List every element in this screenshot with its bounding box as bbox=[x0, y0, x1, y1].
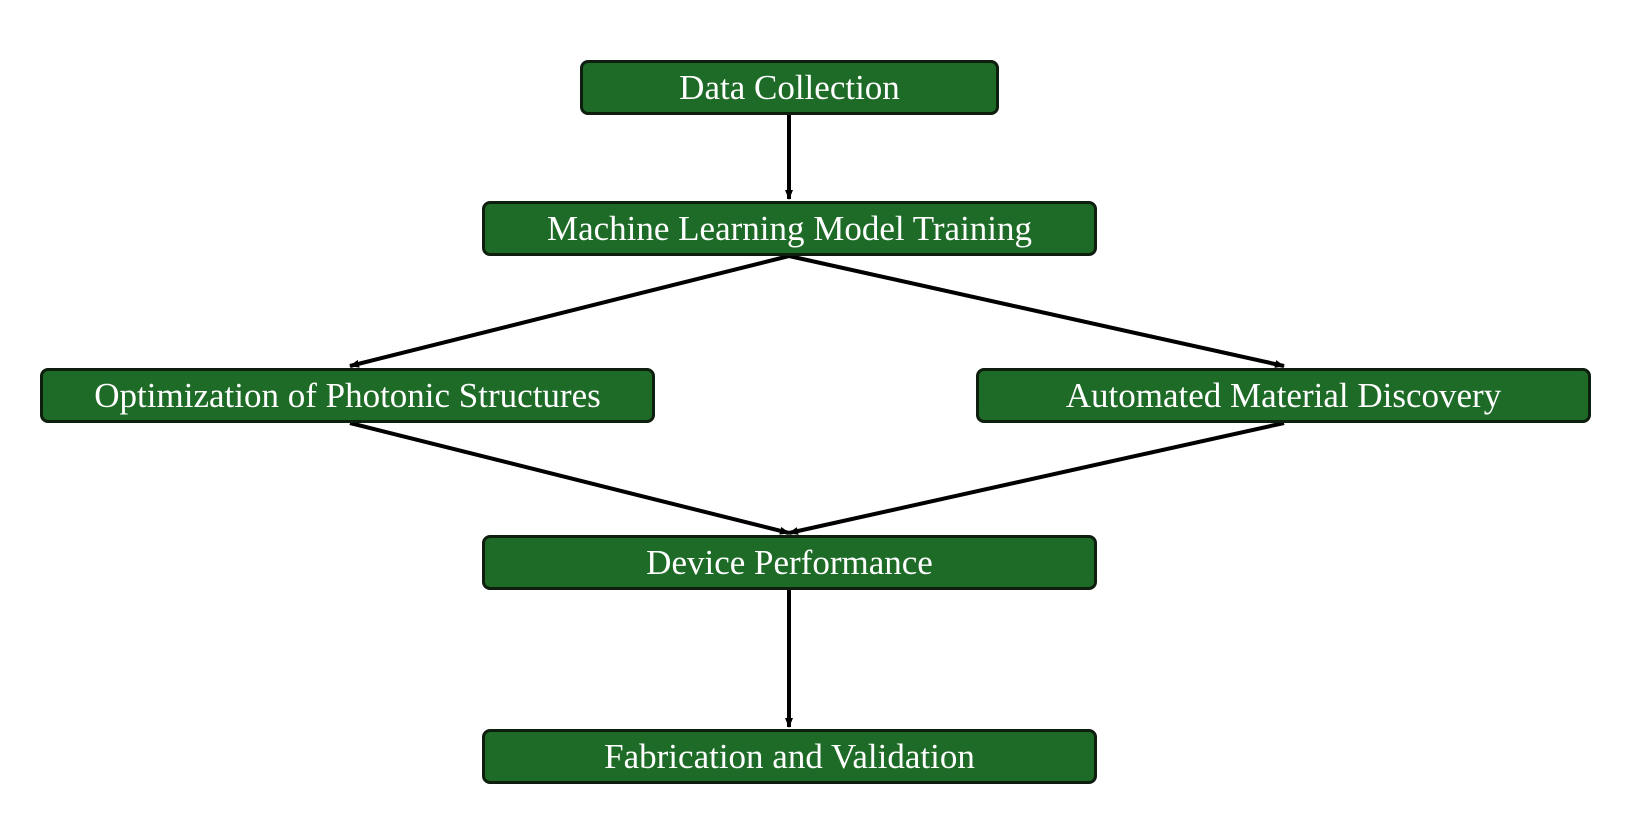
node-data-collection: Data Collection bbox=[580, 60, 999, 115]
node-fabrication-validation: Fabrication and Validation bbox=[482, 729, 1097, 784]
edge-ml-training-to-optimization bbox=[349, 254, 790, 368]
node-ml-model-training: Machine Learning Model Training bbox=[482, 201, 1097, 256]
edge-ml-training-to-material-discovery bbox=[788, 254, 1285, 368]
node-label: Optimization of Photonic Structures bbox=[94, 376, 601, 415]
node-label: Data Collection bbox=[679, 68, 900, 107]
node-label: Fabrication and Validation bbox=[604, 737, 975, 776]
node-label: Machine Learning Model Training bbox=[546, 209, 1033, 248]
node-material-discovery: Automated Material Discovery bbox=[976, 368, 1591, 423]
node-label: Automated Material Discovery bbox=[1065, 376, 1502, 415]
edge-material-discovery-to-device-performance bbox=[788, 421, 1285, 535]
node-photonic-optimization: Optimization of Photonic Structures bbox=[40, 368, 655, 423]
edge-optimization-to-device-performance bbox=[349, 421, 790, 535]
node-label: Device Performance bbox=[646, 543, 933, 582]
node-device-performance: Device Performance bbox=[482, 535, 1097, 590]
